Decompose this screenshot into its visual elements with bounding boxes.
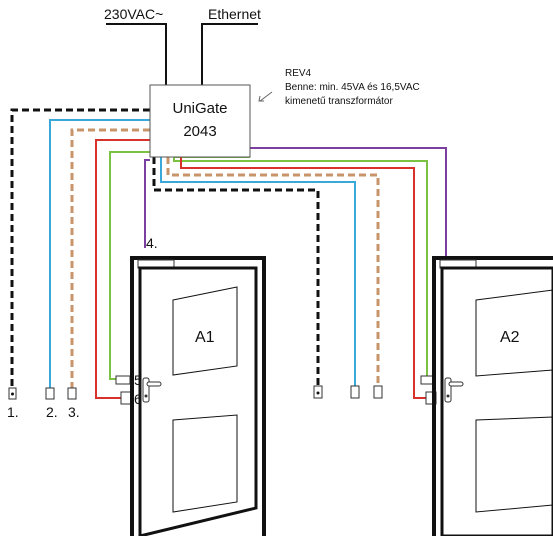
device-3 — [67, 387, 77, 400]
note-rev: REV4 — [285, 68, 312, 79]
door-a2: A2 — [432, 256, 553, 538]
power-line — [106, 23, 167, 85]
wire-red-right — [180, 157, 428, 399]
controller-model: 2043 — [183, 123, 216, 140]
power-label: 230VAC~ — [104, 6, 163, 22]
terminal-1-label: 1. — [7, 404, 19, 420]
device-2 — [45, 387, 55, 400]
wire-tan-right — [166, 157, 380, 386]
wire-tan-left — [70, 128, 150, 388]
door-handle-icon — [142, 377, 162, 403]
note-arrow-icon — [258, 91, 273, 102]
device-6 — [120, 391, 132, 405]
wire-blue-right — [160, 157, 356, 386]
terminal-4-label: 4. — [146, 235, 158, 251]
device-5 — [115, 375, 131, 385]
note-line2: Benne: min. 45VA és 16,5VAC — [285, 82, 420, 93]
door-a1-label: A1 — [195, 329, 215, 346]
wire-blue-left — [49, 119, 150, 388]
wires-right — [152, 147, 447, 399]
wire-black-left — [10, 108, 150, 390]
ethernet-label: Ethernet — [208, 6, 261, 22]
door-a2-label: A2 — [500, 329, 520, 346]
terminal-devices-right — [313, 375, 437, 405]
wire-black-right — [152, 157, 320, 388]
terminal-3-label: 3. — [68, 404, 80, 420]
terminal-devices-left — [8, 375, 132, 405]
ethernet-line — [201, 23, 258, 85]
wire-purple-left — [144, 159, 150, 248]
controller-box: UniGate 2043 — [149, 84, 251, 158]
controller-name: UniGate — [172, 100, 227, 117]
note-line3: kimenetű transzformátor — [285, 96, 393, 107]
door-handle-icon — [444, 377, 464, 403]
terminal-2-label: 2. — [46, 404, 58, 420]
door-a1: A1 — [130, 256, 266, 538]
wire-red-left — [95, 139, 150, 399]
wires-left — [10, 108, 150, 399]
wire-purple-right — [250, 147, 447, 258]
